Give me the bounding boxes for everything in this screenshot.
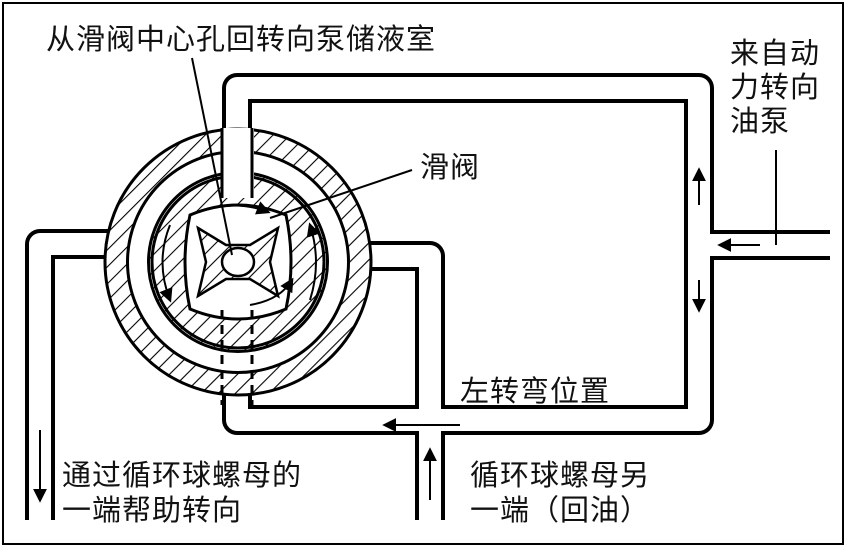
center-hole [220,246,256,278]
label-pump-line-3: 油泵 [730,104,791,138]
leader-lines [191,57,777,256]
label-pump-line-2: 力转向 [730,70,821,104]
flow-arrows [33,167,760,503]
valve-housing [103,127,373,405]
label-bottom-right-line-1: 循环球螺母另 [470,458,651,492]
leader-valve [269,169,413,219]
leader-top [191,57,233,256]
label-bottom-left-line-2: 一端帮助转向 [62,493,243,527]
label-bottom-left-line-1: 通过循环球螺母的 [62,458,303,492]
label-bottom-right-line-2: 一端（回油） [470,493,651,527]
label-slide-valve: 滑阀 [420,150,481,184]
label-return-to-reservoir: 从滑阀中心孔回转向泵储液室 [46,22,437,56]
label-pump-line-1: 来自动 [730,36,821,70]
label-left-turn-position: 左转弯位置 [460,374,611,408]
